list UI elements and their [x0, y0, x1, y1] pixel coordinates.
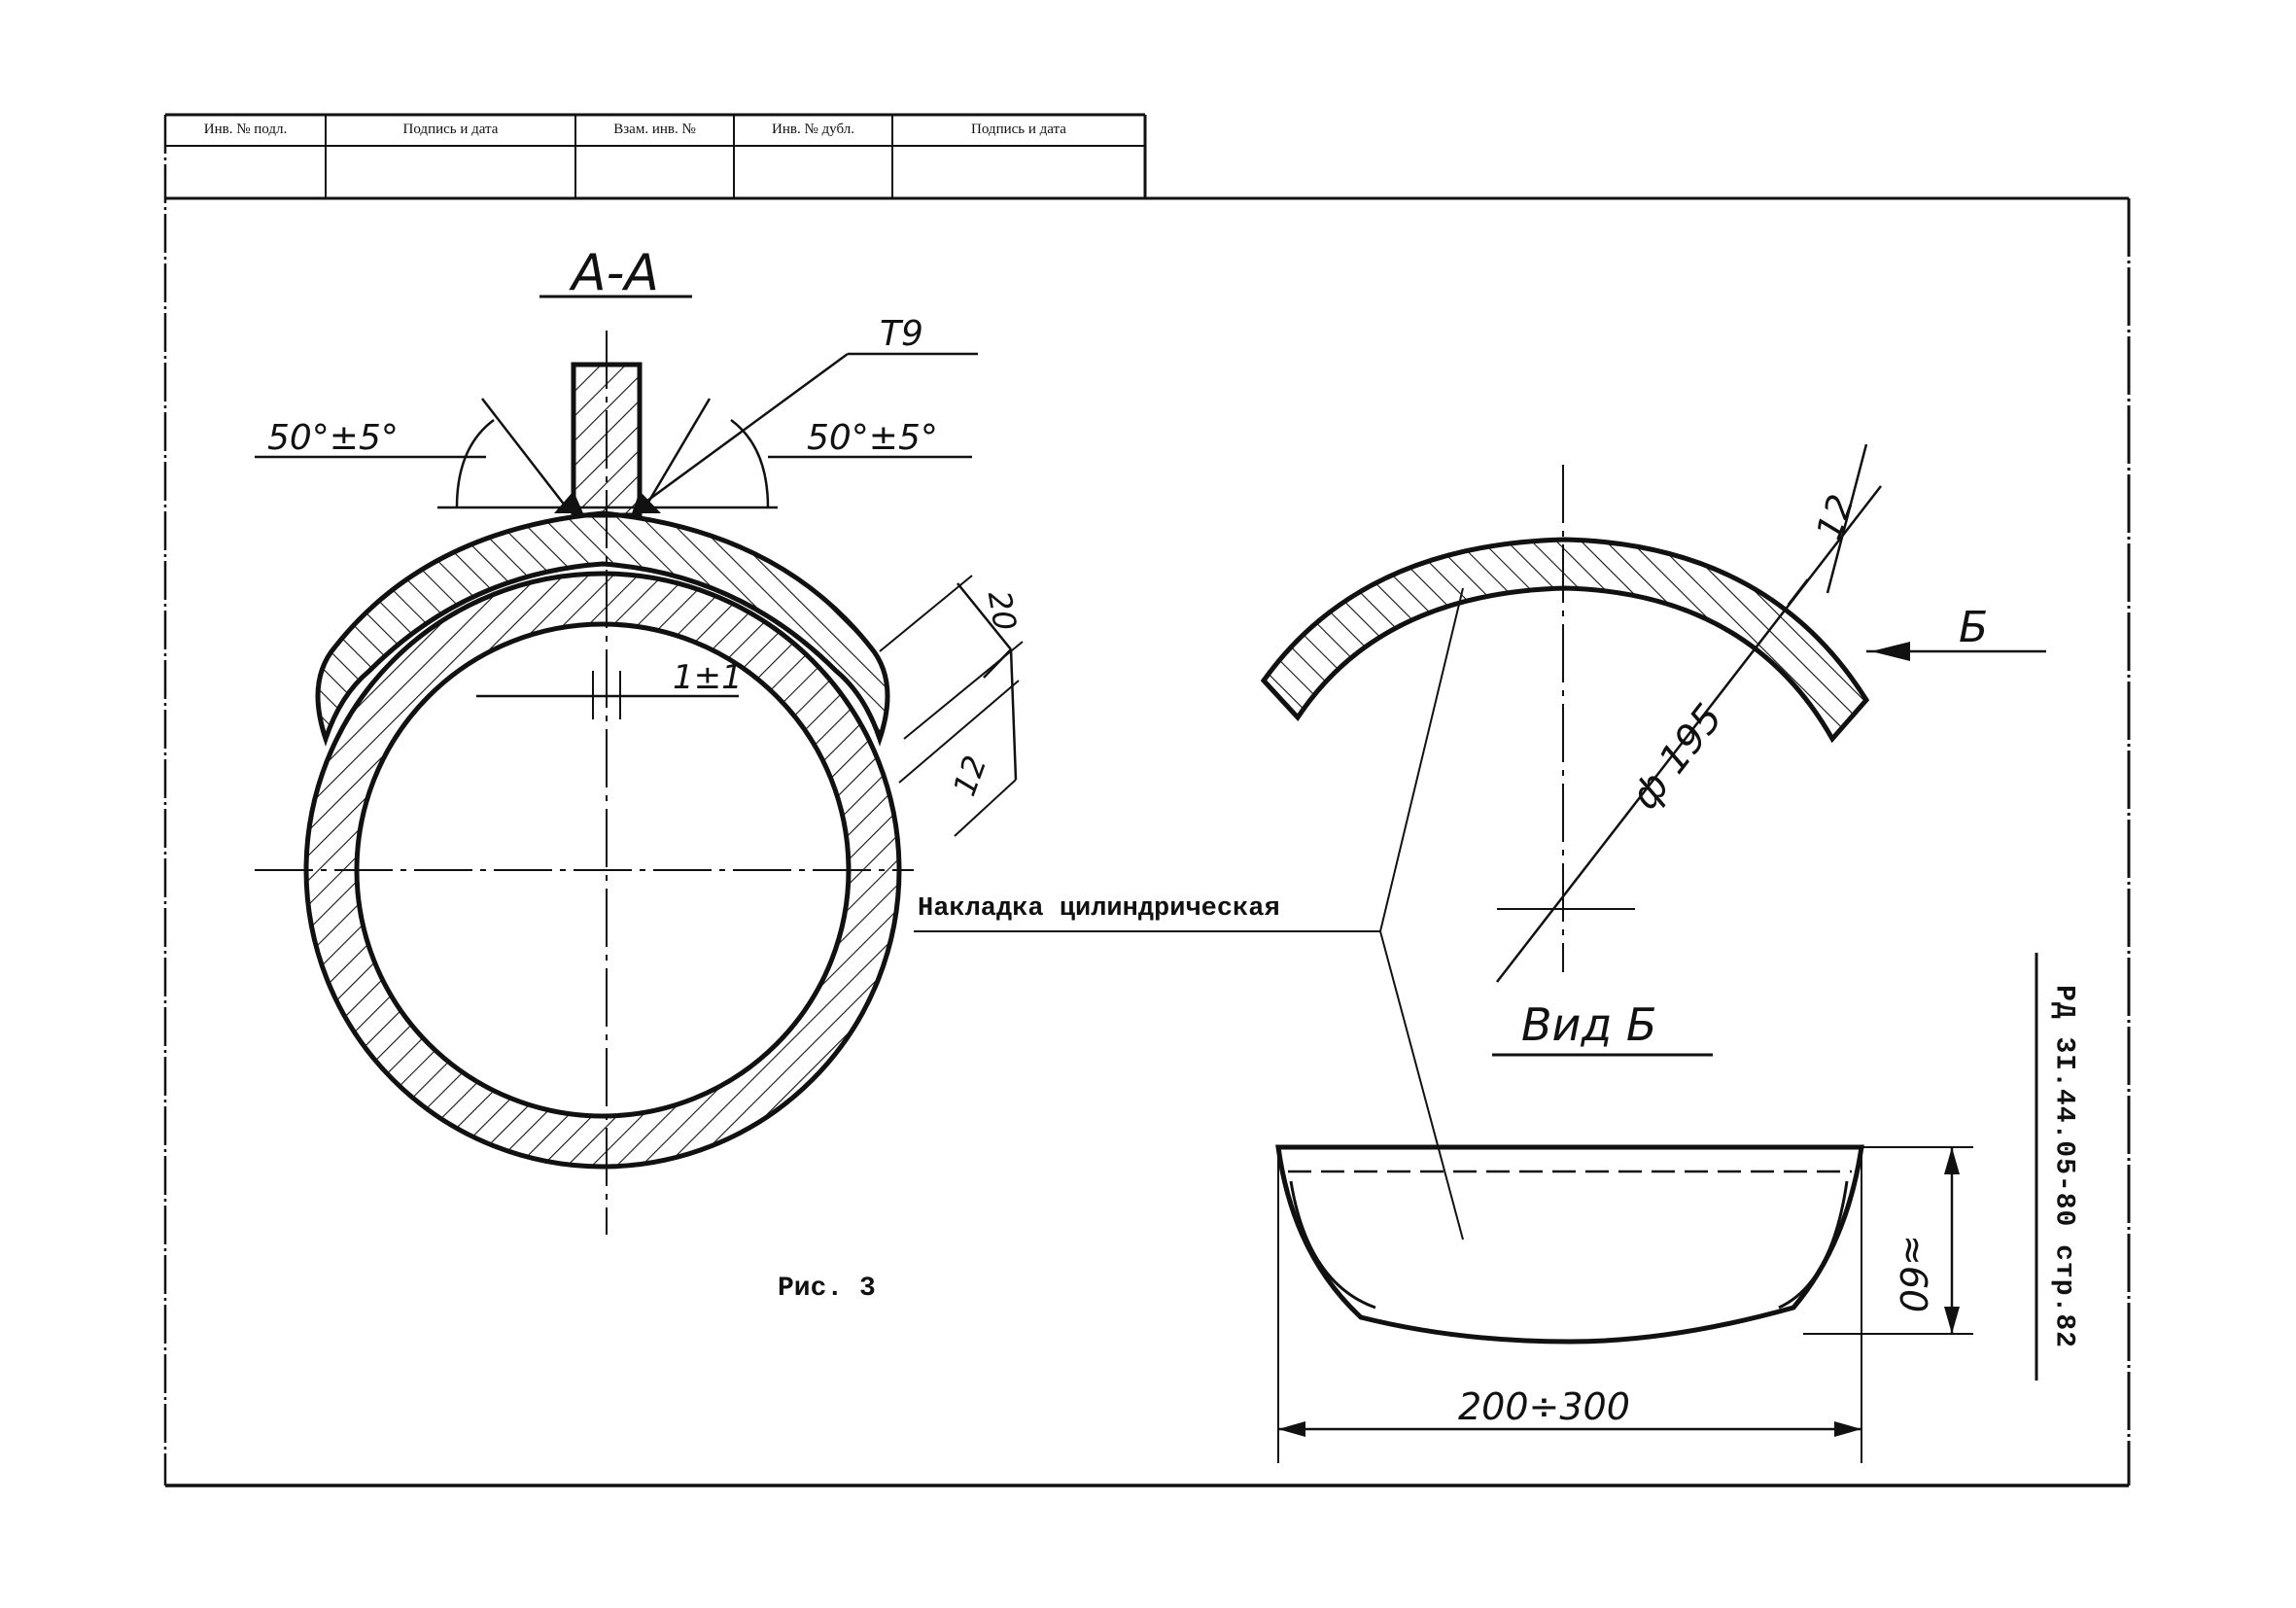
pad-diameter-label: ф 195: [1622, 696, 1731, 818]
document-code-text: РД 3I.44.05-80 стр.82: [2048, 985, 2079, 1348]
view-b: [1275, 1144, 1973, 1463]
width-dim-label: 200÷300: [1458, 1385, 1630, 1428]
view-title: Вид Б: [1521, 998, 1656, 1051]
stamp-col-1: Инв. № подл.: [203, 122, 288, 137]
gap-label: 1±1: [673, 658, 743, 697]
view-arrow-label: Б: [1959, 603, 1988, 652]
pad-section: [315, 510, 890, 747]
stamp-col-3: Взам. инв. №: [613, 122, 696, 137]
height-dim-label: ≈60: [1892, 1235, 1934, 1312]
pad-thickness-label: 12: [1809, 490, 1861, 545]
stamp-col-5: Подпись и дата: [971, 122, 1066, 137]
angle-left-label: 50°±5°: [267, 418, 399, 458]
stamp-table: Инв. № подл. Подпись и дата Взам. инв. №…: [165, 115, 1147, 198]
weld-symbol: Т9: [880, 314, 923, 354]
pad-note-label: Накладка цилиндрическая: [918, 894, 1280, 924]
document-code: РД 3I.44.05-80 стр.82: [2039, 953, 2088, 1381]
figure-label: Рис. 3: [778, 1274, 876, 1304]
angle-right-label: 50°±5°: [807, 418, 938, 458]
stamp-col-4: Инв. № дубл.: [772, 122, 854, 137]
dim-12-label: 12: [946, 751, 994, 800]
pad-side-view: [1275, 1144, 1864, 1345]
dim-20-label: 20: [981, 588, 1024, 634]
section-title: А-А: [569, 244, 659, 302]
pad-arc-view: [914, 443, 2046, 1241]
section-a-a: [255, 295, 1024, 1235]
drawing-frame: [163, 113, 2131, 1487]
stamp-col-2: Подпись и дата: [402, 122, 499, 137]
pad-arc: [1260, 537, 1870, 744]
